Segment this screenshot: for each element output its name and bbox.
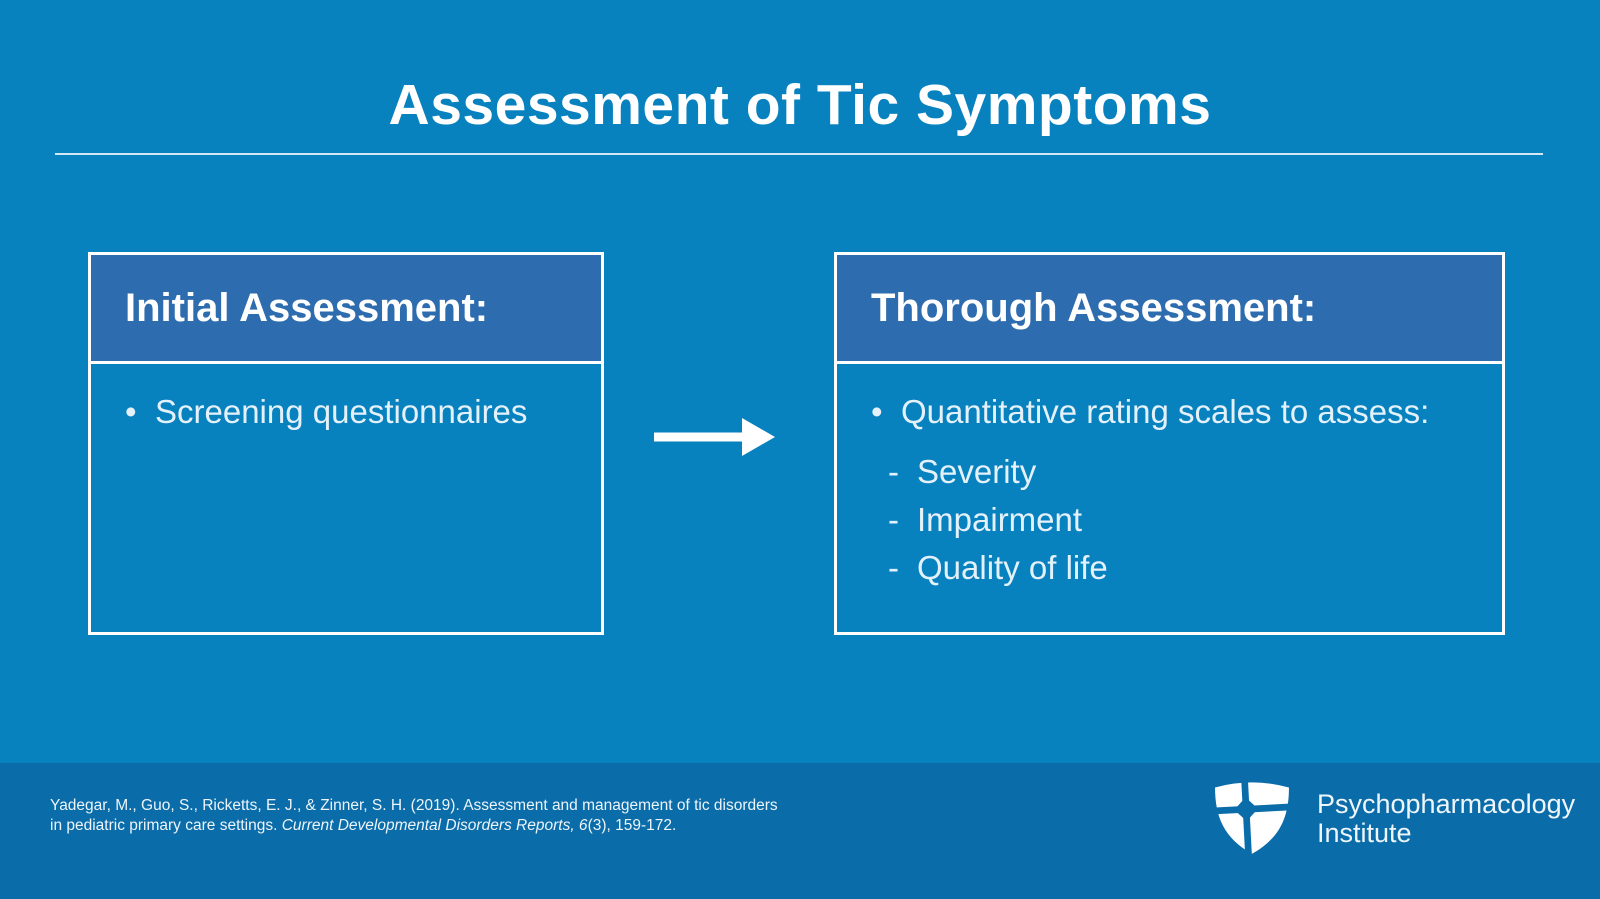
citation-journal-italic: Current Developmental Disorders Reports,… [281, 817, 588, 834]
dash-marker: - [888, 453, 899, 490]
list-item: - Quality of life [871, 544, 1476, 592]
bullet-text: Screening questionnaires [155, 393, 528, 430]
sub-bullet-text: Quality of life [917, 549, 1108, 586]
citation-line2-end: (3), 159-172. [587, 817, 677, 834]
logo-line1: Psychopharmacology [1317, 789, 1576, 819]
bullet-text: Quantitative rating scales to assess: [901, 393, 1430, 430]
right-arrow-icon [654, 417, 776, 457]
bullet-marker: • [125, 393, 137, 430]
list-item: - Severity [871, 448, 1476, 496]
title-divider-line [55, 153, 1543, 155]
citation-line1: Yadegar, M., Guo, S., Ricketts, E. J., &… [50, 797, 778, 814]
list-item: - Impairment [871, 496, 1476, 544]
thorough-assessment-heading: Thorough Assessment: [837, 255, 1502, 364]
bullet-marker: • [871, 393, 883, 430]
dash-marker: - [888, 549, 899, 586]
initial-assessment-body: • Screening questionnaires [91, 364, 601, 432]
list-item: • Quantitative rating scales to assess: [871, 392, 1476, 432]
thorough-assessment-box: Thorough Assessment: • Quantitative rati… [834, 252, 1505, 635]
sub-bullet-text: Severity [917, 453, 1037, 490]
dash-marker: - [888, 501, 899, 538]
page-title: Assessment of Tic Symptoms [388, 73, 1212, 137]
sub-bullet-text: Impairment [917, 501, 1083, 538]
sub-bullet-list: - Severity - Impairment - Quality of lif… [871, 448, 1476, 592]
shield-logo-icon [1209, 773, 1295, 859]
logo-wordmark: Psychopharmacology Institute [1317, 790, 1575, 848]
initial-assessment-heading: Initial Assessment: [91, 255, 601, 364]
footer-band: Yadegar, M., Guo, S., Ricketts, E. J., &… [0, 763, 1600, 899]
logo-line2: Institute [1317, 818, 1412, 848]
list-item: • Screening questionnaires [125, 392, 575, 432]
thorough-assessment-body: • Quantitative rating scales to assess: … [837, 364, 1502, 592]
citation-text: Yadegar, M., Guo, S., Ricketts, E. J., &… [50, 796, 778, 836]
psychopharmacology-institute-logo: Psychopharmacology Institute [1209, 773, 1575, 859]
citation-line2-plain: in pediatric primary care settings. [50, 817, 282, 834]
initial-assessment-box: Initial Assessment: • Screening question… [88, 252, 604, 635]
